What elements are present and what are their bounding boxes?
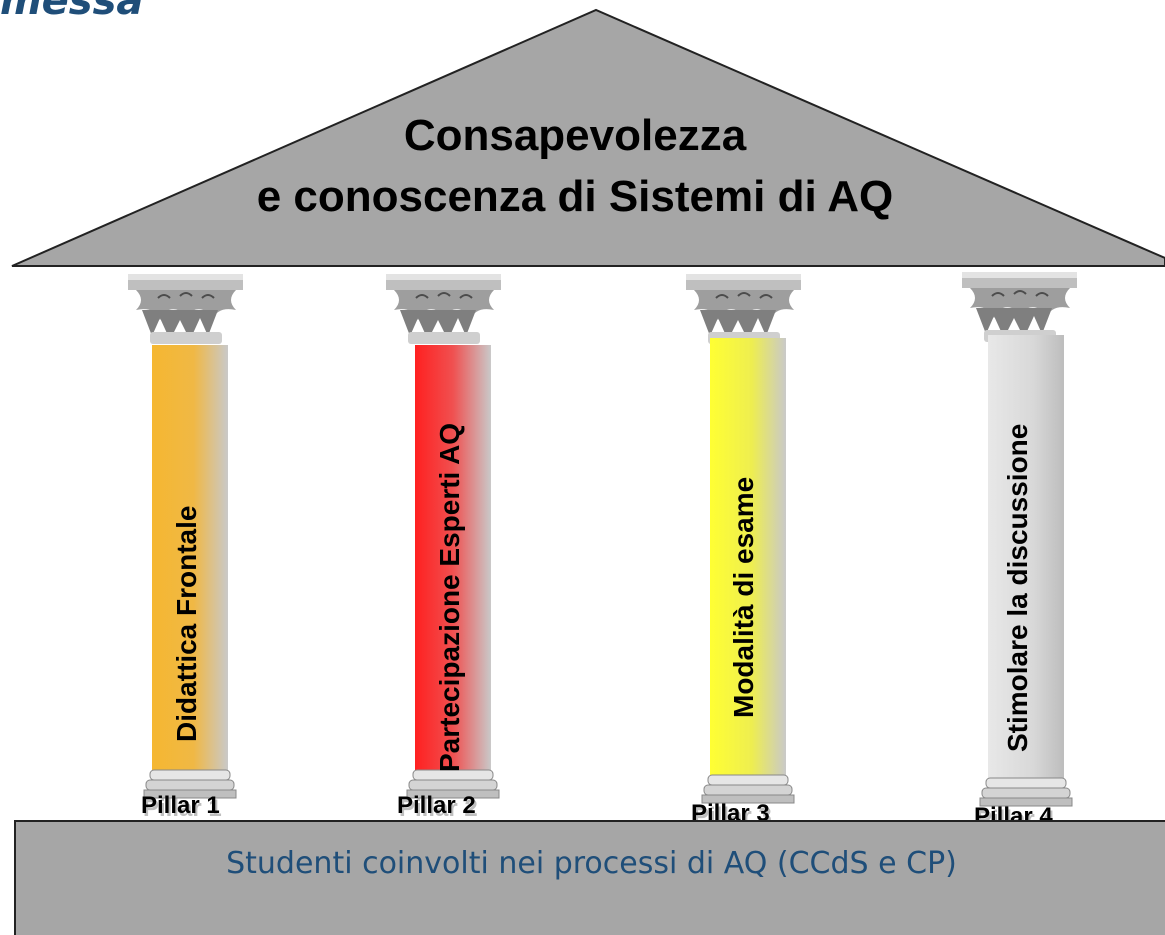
foundation: Studenti coinvolti nei processi di AQ (C… [14,820,1165,935]
pillar-3-text: Modalità di esame [728,476,759,718]
pillar-1-text: Didattica Frontale [171,505,202,742]
pillar-2-label: Pillar 2 Pillar 2 [397,792,478,822]
pillar-2-label-text: Pillar 2 [397,792,476,819]
roof [11,8,1165,267]
pillar-2-label-shadow: Pillar 2 [399,795,478,822]
foundation-text: Studenti coinvolti nei processi di AQ (C… [226,846,957,881]
pillar-1-label: Pillar 1 Pillar 1 [141,792,222,822]
pillar-4-text: Stimolare la discussione [1002,423,1033,752]
pillar-1-label-text: Pillar 1 [141,792,220,819]
roof-title-line-2: e conoscenza di Sistemi di AQ [256,172,894,221]
pillar-2-text: Partecipazione Esperti AQ [434,422,465,772]
pillar-1-label-shadow: Pillar 1 [143,795,222,822]
page-title: messa [0,0,144,24]
roof-title-line-1: Consapevolezza [403,111,747,160]
